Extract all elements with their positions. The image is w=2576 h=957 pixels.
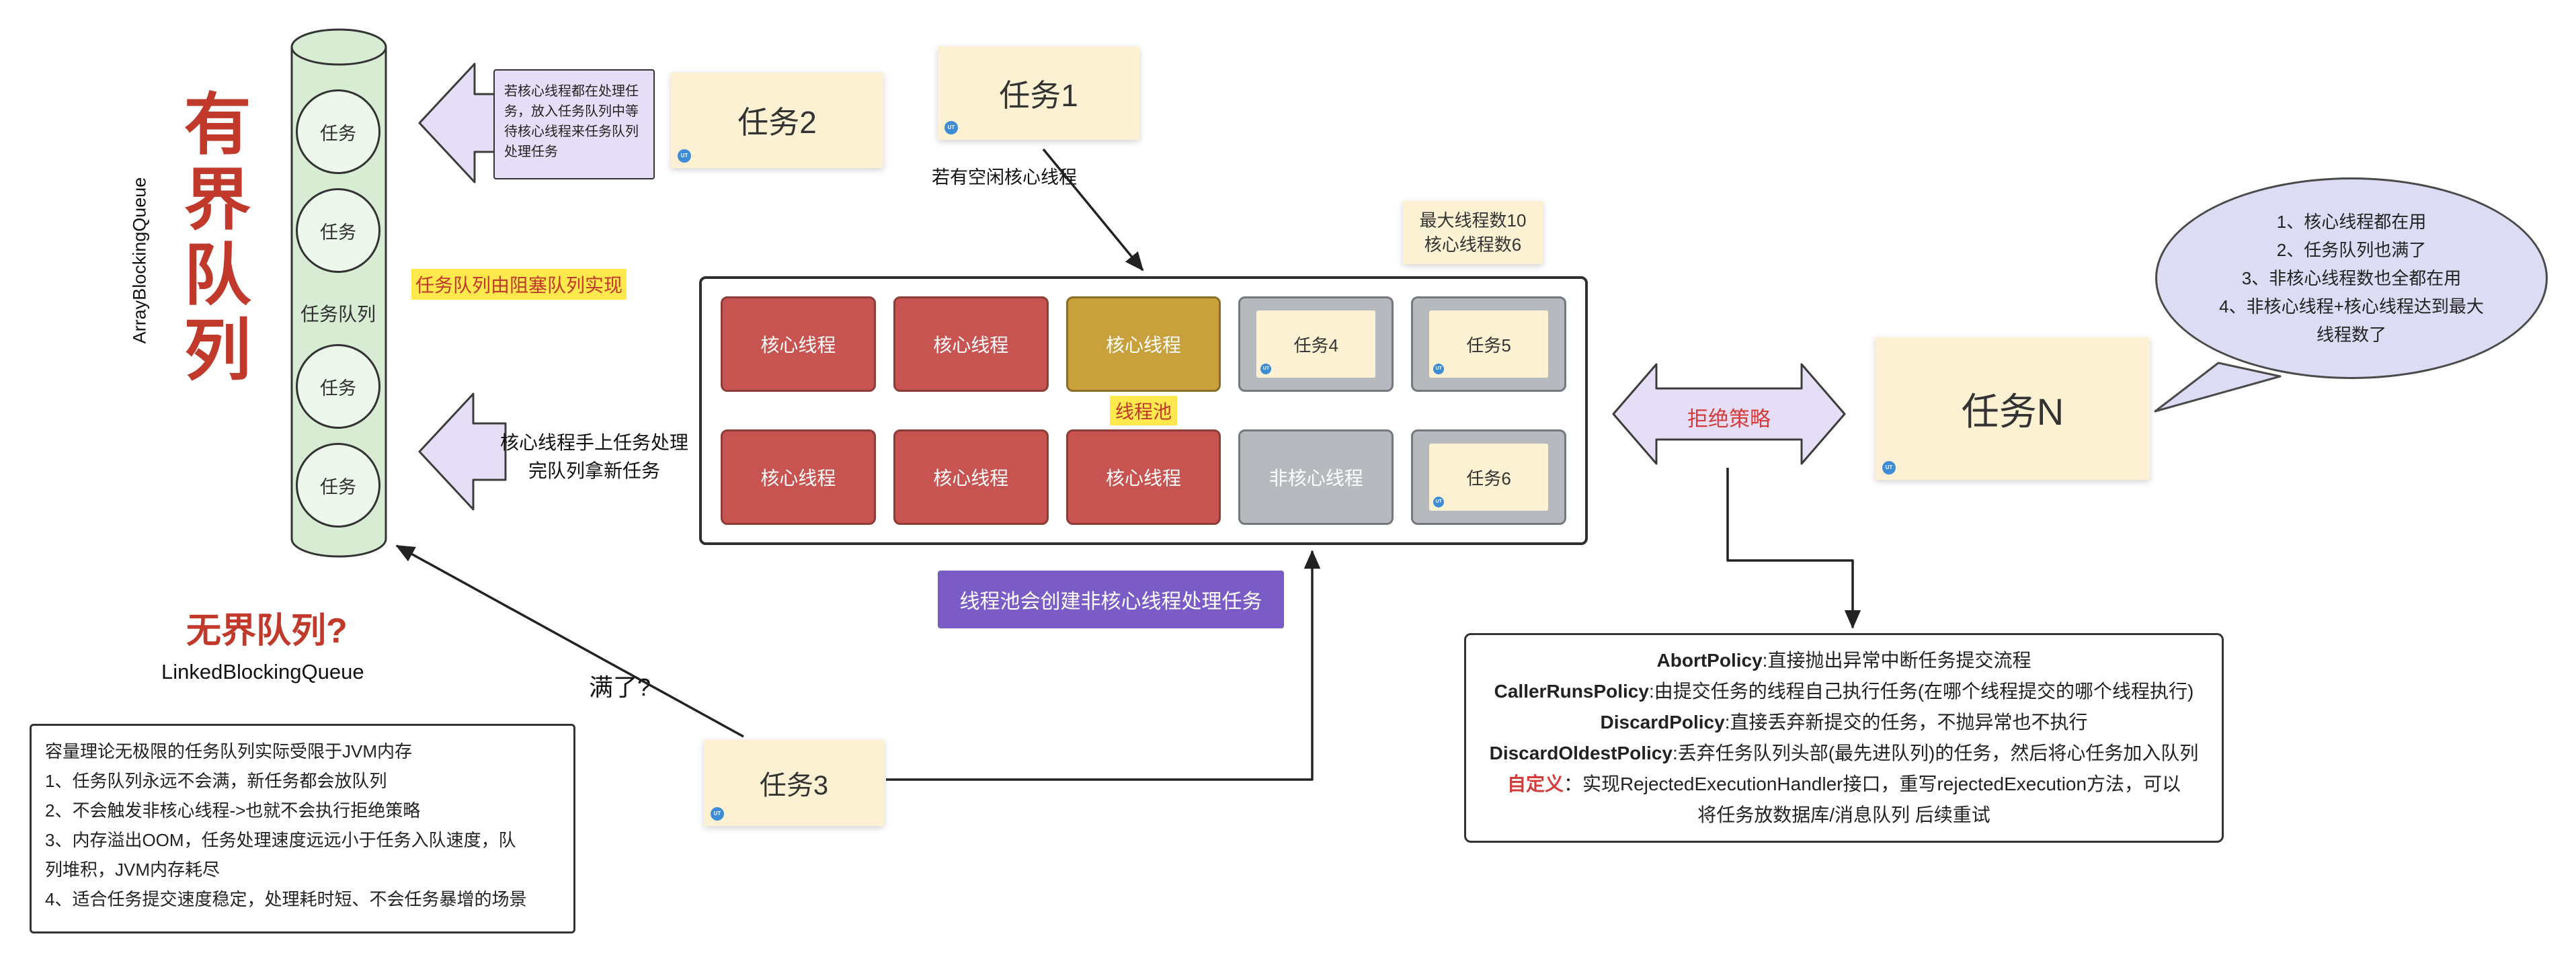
blocking-queue-impl-highlight: 任务队列由阻塞队列实现: [411, 269, 627, 300]
policy-row: CallerRunsPolicy:由提交任务的线程自己执行任务(在哪个线程提交的…: [1466, 676, 2222, 707]
rejection-policies-box: AbortPolicy:直接抛出异常中断任务提交流程 CallerRunsPol…: [1464, 633, 2224, 843]
speech-bubble-tail: [2154, 362, 2282, 413]
queue-task-label: 任务: [320, 476, 356, 497]
thread-limits-text: 最大线程数10 核心线程数6: [1419, 210, 1527, 255]
unbounded-queue-note-text: 容量理论无极限的任务队列实际受限于JVM内存 1、任务队列永远不会满，新任务都会…: [45, 741, 527, 909]
cell-label: 核心线程: [760, 468, 836, 489]
policy-desc: :直接丢弃新提交的任务，不抛异常也不执行: [1724, 712, 2088, 733]
user-avatar-icon: UT: [1260, 364, 1272, 374]
policy-desc: ：实现RejectedExecutionHandler接口，重写rejected…: [1563, 774, 2181, 825]
policy-name: AbortPolicy: [1656, 650, 1763, 671]
policy-row: AbortPolicy:直接抛出异常中断任务提交流程: [1466, 645, 2222, 676]
unbounded-queue-title: 无界队列?: [186, 612, 348, 651]
pool-cell-core-thread: 核心线程: [893, 296, 1049, 392]
linked-blocking-queue-label: LinkedBlockingQueue: [161, 660, 364, 683]
dequeue-block-arrow: [418, 392, 507, 511]
sticky-task1-label: 任务1: [999, 77, 1078, 113]
policy-desc: :丢弃任务队列头部(最先进队列)的任务，然后将心任务加入队列: [1672, 743, 2199, 763]
queue-task-label: 任务: [320, 378, 356, 399]
user-avatar-icon: UT: [678, 149, 691, 163]
queue-task-circle: 任务: [296, 443, 380, 528]
sticky-task3-label: 任务3: [759, 771, 829, 800]
sticky-task2: 任务2 UT: [671, 73, 883, 168]
pool-cell-core-thread: 核心线程: [1065, 429, 1221, 525]
noncore-creation-banner: 线程池会创建非核心线程处理任务: [938, 571, 1284, 628]
enqueue-note-box: 若核心线程都在处理任务，放入任务队列中等待核心线程来任务队列处理任务: [493, 69, 655, 179]
queue-task-circle: 任务: [296, 344, 380, 429]
policy-row: 自定义：实现RejectedExecutionHandler接口，重写rejec…: [1466, 769, 2222, 831]
policy-desc: :由提交任务的线程自己执行任务(在哪个线程提交的哪个线程执行): [1648, 681, 2194, 702]
cell-label: 核心线程: [1105, 468, 1181, 489]
user-avatar-icon: UT: [711, 807, 724, 821]
task-queue-label: 任务队列: [300, 304, 376, 325]
queue-task-circle: 任务: [296, 89, 380, 174]
user-avatar-icon: UT: [944, 121, 958, 134]
dequeue-note-text: 核心线程手上任务处理 完队列拿新任务: [500, 432, 689, 481]
cell-label: 非核心线程: [1269, 468, 1363, 489]
cell-label: 任务6: [1466, 468, 1511, 489]
sticky-task1: 任务1 UT: [938, 46, 1139, 140]
pool-cell-core-thread: 核心线程: [721, 296, 876, 392]
cell-label: 核心线程: [1105, 335, 1181, 356]
sticky-task3: 任务3 UT: [704, 740, 884, 826]
sticky-thread-limits: 最大线程数10 核心线程数6: [1403, 201, 1543, 264]
policy-name: CallerRunsPolicy: [1494, 681, 1649, 702]
policy-row: DiscardOldestPolicy:丢弃任务队列头部(最先进队列)的任务，然…: [1466, 738, 2222, 769]
cell-label: 核心线程: [760, 335, 836, 356]
user-avatar-icon: UT: [1433, 364, 1445, 374]
idle-core-label: 若有空闲核心线程: [932, 167, 1077, 188]
speech-bubble-text: 1、核心线程都在用 2、任务队列也满了 3、非核心线程数也全都在用 4、非核心线…: [2219, 212, 2484, 345]
enqueue-note-text: 若核心线程都在处理任务，放入任务队列中等待核心线程来任务队列处理任务: [504, 84, 639, 159]
user-avatar-icon: UT: [1433, 497, 1445, 507]
rejection-double-arrow: [1612, 363, 1846, 465]
bounded-queue-cylinder: [290, 28, 387, 558]
policy-row: DiscardPolicy:直接丢弃新提交的任务，不抛异常也不执行: [1466, 707, 2222, 738]
sticky-taskN: 任务N UT: [1876, 337, 2150, 480]
unbounded-queue-note-box: 容量理论无极限的任务队列实际受限于JVM内存 1、任务队列永远不会满，新任务都会…: [30, 724, 575, 933]
cell-label: 核心线程: [933, 335, 1009, 356]
policy-name: DiscardPolicy: [1600, 712, 1725, 733]
user-avatar-icon: UT: [1882, 461, 1896, 474]
cell-label: 任务4: [1293, 335, 1339, 356]
pool-cell-busy-core-thread: 核心线程: [1065, 296, 1221, 392]
pool-cell-core-thread: 核心线程: [893, 429, 1049, 525]
queue-full-label: 满了?: [589, 673, 651, 701]
queue-task-circle: 任务: [296, 188, 380, 273]
bounded-queue-title: 有界队列: [173, 89, 249, 390]
speech-bubble: 1、核心线程都在用 2、任务队列也满了 3、非核心线程数也全都在用 4、非核心线…: [2155, 177, 2548, 379]
rejection-policy-label: 拒绝策略: [1687, 407, 1771, 431]
queue-task-label: 任务: [320, 123, 356, 144]
sticky-task2-label: 任务2: [737, 105, 817, 140]
policy-desc: :直接抛出异常中断任务提交流程: [1762, 650, 2031, 671]
cell-label: 核心线程: [933, 468, 1009, 489]
pool-cell-noncore-thread: 非核心线程: [1238, 429, 1394, 525]
policy-name: DiscardOldestPolicy: [1489, 743, 1673, 763]
queue-task-label: 任务: [320, 222, 356, 243]
array-blocking-queue-label: ArrayBlockingQueue: [129, 177, 150, 344]
policy-name-custom: 自定义: [1506, 774, 1564, 794]
cell-label: 任务5: [1466, 335, 1511, 356]
pool-cell-core-thread: 核心线程: [721, 429, 876, 525]
pool-title-highlight: 线程池: [1109, 396, 1178, 425]
sticky-taskN-label: 任务N: [1961, 390, 2064, 433]
